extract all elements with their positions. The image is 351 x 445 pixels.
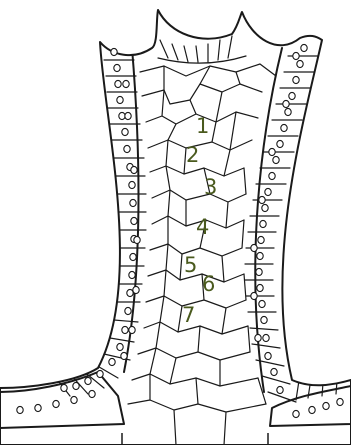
nucleus	[301, 44, 307, 51]
label-6: 6	[202, 272, 215, 296]
nucleus	[130, 199, 136, 206]
nucleus	[35, 404, 41, 411]
nucleus	[111, 48, 117, 55]
nucleus	[53, 400, 59, 407]
nucleus	[261, 316, 267, 323]
nucleus	[109, 358, 115, 365]
nucleus	[263, 334, 269, 341]
nucleus	[277, 386, 283, 393]
nucleus	[337, 398, 343, 405]
nucleus	[293, 52, 299, 59]
nucleus	[73, 382, 79, 389]
nucleus	[124, 145, 130, 152]
nucleus	[289, 92, 295, 99]
nucleus	[323, 402, 329, 409]
nucleus	[283, 100, 289, 107]
label-2: 2	[186, 143, 199, 167]
nucleus	[121, 352, 127, 359]
nucleus	[129, 181, 135, 188]
cell-nuclei	[17, 44, 343, 417]
nucleus	[262, 204, 268, 211]
nucleus	[258, 236, 264, 243]
nucleus	[131, 166, 137, 173]
nucleus	[251, 292, 257, 299]
nucleus	[122, 128, 128, 135]
nucleus	[259, 300, 265, 307]
left-column-cells	[56, 60, 146, 396]
nucleus	[273, 156, 279, 163]
nucleus	[127, 289, 133, 296]
nucleus	[260, 220, 266, 227]
label-7: 7	[182, 303, 195, 327]
nucleus	[265, 352, 271, 359]
label-1: 1	[196, 114, 209, 138]
nucleus	[297, 60, 303, 67]
nucleus	[255, 334, 261, 341]
nucleus	[256, 268, 262, 275]
nucleus	[269, 172, 275, 179]
nucleus	[17, 406, 23, 413]
nucleus	[122, 326, 128, 333]
nucleus	[271, 368, 277, 375]
nucleus	[71, 396, 77, 403]
nucleus	[119, 112, 125, 119]
nucleus	[129, 271, 135, 278]
nucleus	[293, 410, 299, 417]
nucleus	[125, 307, 131, 314]
nucleus	[134, 236, 140, 243]
nucleus	[257, 252, 263, 259]
nucleus	[61, 384, 67, 391]
nucleus	[281, 124, 287, 131]
nucleus	[293, 76, 299, 83]
label-5: 5	[184, 253, 197, 277]
nucleus	[309, 406, 315, 413]
top-fan-cells	[158, 36, 246, 63]
nucleus	[114, 64, 120, 71]
nucleus	[277, 140, 283, 147]
label-4: 4	[196, 215, 209, 239]
nucleus	[265, 188, 271, 195]
nucleus	[117, 96, 123, 103]
nucleus	[131, 217, 137, 224]
nucleus	[89, 390, 95, 397]
nucleus	[133, 286, 139, 293]
nucleus	[117, 343, 123, 350]
nucleus	[251, 244, 257, 251]
nucleus	[129, 326, 135, 333]
nucleus	[85, 377, 91, 384]
label-3: 3	[204, 175, 217, 199]
tissue-body	[0, 10, 351, 445]
nucleus	[259, 196, 265, 203]
nucleus	[123, 80, 129, 87]
nucleus	[285, 108, 291, 115]
nucleus	[125, 112, 131, 119]
left-column-inner-boundary	[124, 48, 139, 372]
nucleus	[115, 80, 121, 87]
nucleus	[130, 253, 136, 260]
nucleus	[257, 284, 263, 291]
nucleus	[269, 148, 275, 155]
nucleus	[97, 370, 103, 377]
